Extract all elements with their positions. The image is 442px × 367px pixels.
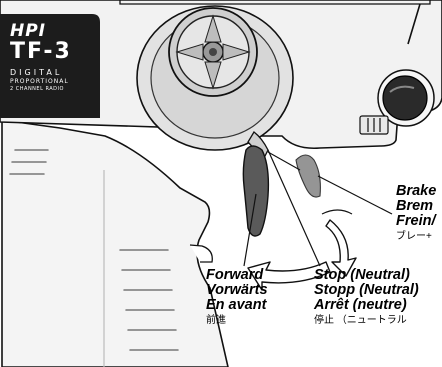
stop-en: Stop (Neutral) <box>314 268 419 283</box>
grip-body <box>2 120 228 367</box>
steering-wheel-icon <box>169 8 257 96</box>
brake-de: Brem <box>396 199 436 214</box>
leader-brake <box>318 176 392 214</box>
logo-line1: DIGITAL <box>10 68 90 78</box>
forward-fr: En avant <box>206 298 268 313</box>
stop-fr: Arrêt (neutre) <box>314 298 419 313</box>
brake-en: Brake <box>396 184 436 199</box>
logo-line2: PROPORTIONAL <box>10 78 90 86</box>
logo-line3: 2 CHANNEL RADIO <box>10 86 90 93</box>
stop-ja: 停止 （ニュートラル <box>314 314 419 328</box>
brake-fr: Frein/ <box>396 214 436 229</box>
logo-text: HPI TF-3 DIGITAL PROPORTIONAL 2 CHANNEL … <box>10 22 90 93</box>
label-brake: Brake Brem Frein/ ブレー+ <box>396 184 436 244</box>
logo-brand: HPI <box>10 22 90 40</box>
side-switch-icon <box>360 116 388 134</box>
stop-de: Stopp (Neutral) <box>314 283 419 298</box>
forward-de: Vorwärts <box>206 283 268 298</box>
trigger-ghost-brake <box>296 155 320 197</box>
logo-model: TF-3 <box>10 40 90 64</box>
forward-ja: 前進 <box>206 314 268 328</box>
brake-ja: ブレー+ <box>396 230 436 244</box>
label-forward: Forward Vorwärts En avant 前進 <box>206 268 268 328</box>
label-stop: Stop (Neutral) Stopp (Neutral) Arrêt (ne… <box>314 268 419 328</box>
forward-en: Forward <box>206 268 268 283</box>
throttle-trigger <box>243 146 268 236</box>
